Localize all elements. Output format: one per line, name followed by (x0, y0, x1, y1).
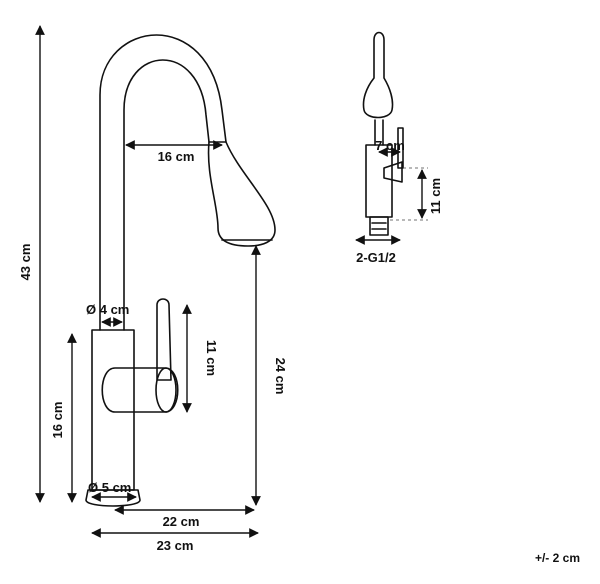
label-body-height: 16 cm (50, 402, 65, 439)
label-spout-reach: 16 cm (158, 149, 195, 164)
label-handle-height: 11 cm (204, 340, 219, 376)
side-body (365, 144, 393, 218)
label-total-depth: 23 cm (157, 538, 194, 553)
side-cartridge (383, 161, 403, 183)
label-base-diameter: Ø 5 cm (88, 480, 131, 495)
label-spout-diameter: Ø 4 cm (86, 302, 129, 317)
spray-head (207, 141, 276, 247)
tolerance-note: +/- 2 cm (535, 551, 580, 565)
front-dimension-labels: 43 cm 16 cm Ø 4 cm 11 cm 16 cm 24 cm Ø 5… (18, 149, 288, 553)
label-side-handle-height: 11 cm (428, 178, 443, 214)
spout-outer-edge (99, 34, 227, 331)
spout-inner-edge (123, 59, 210, 331)
label-connector: 2-G1/2 (356, 250, 396, 265)
label-height-total: 43 cm (18, 244, 33, 281)
faucet-front-view (85, 34, 276, 507)
label-spout-clearance: 24 cm (273, 358, 288, 395)
side-dimension-labels: 7 cm 11 cm 2-G1/2 (356, 138, 443, 265)
label-side-handle-width: 7 cm (375, 138, 405, 153)
faucet-side-view (362, 31, 404, 236)
label-base-to-spout: 22 cm (163, 514, 200, 529)
handle-cartridge (101, 367, 179, 413)
handle-lever (156, 298, 172, 381)
faucet-body (91, 329, 135, 491)
side-connector (369, 216, 389, 236)
handle-cap (155, 367, 177, 413)
side-spout (362, 31, 394, 119)
front-dimension-lines (35, 25, 261, 538)
side-dimension-lines (355, 147, 428, 245)
